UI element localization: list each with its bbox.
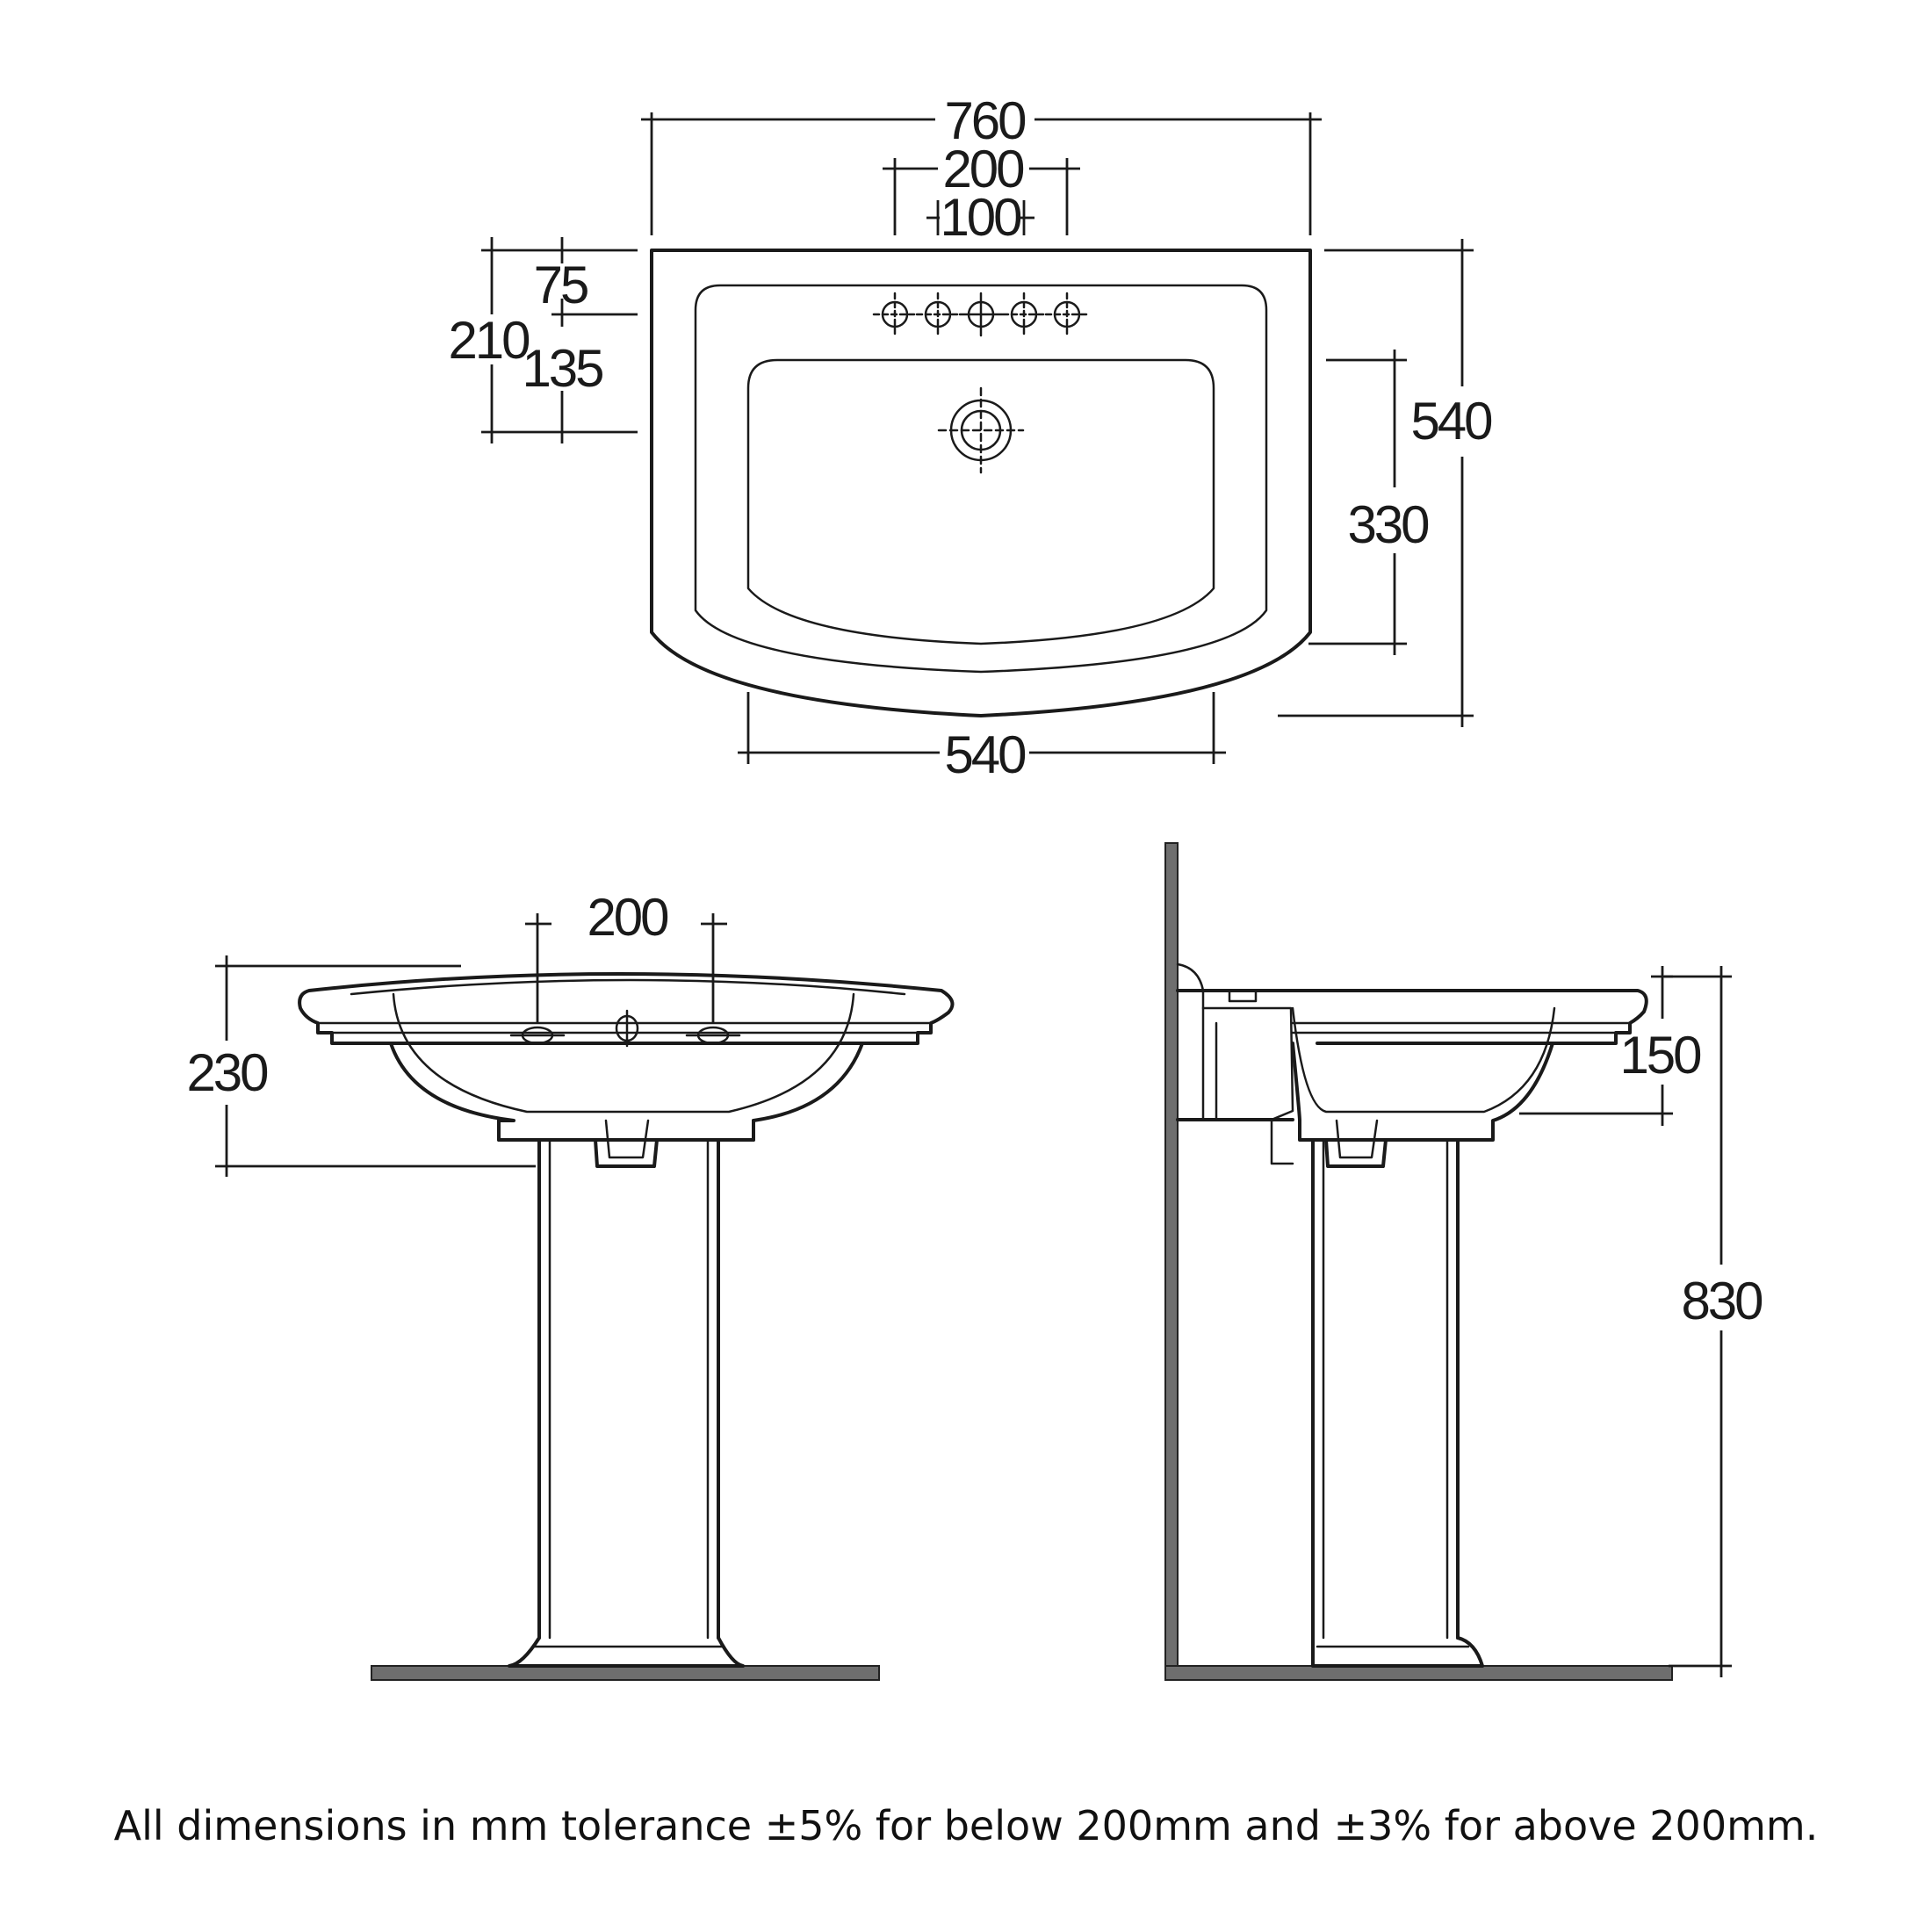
- tap-holes: [872, 292, 1090, 337]
- side-trap-inner: [1335, 1119, 1379, 1159]
- front-bowl-inner: [392, 992, 855, 1114]
- front-floor: [371, 1665, 880, 1681]
- front-rim-top-inner: [350, 978, 906, 996]
- dim-width-overall: 760: [641, 91, 1322, 235]
- dim-right-depths: 540 330: [1278, 239, 1495, 727]
- dim-side-overall-height: 830: [1664, 966, 1765, 1677]
- dim-front-tap-spacing: 200: [525, 888, 727, 1023]
- side-floor: [1164, 1665, 1673, 1681]
- side-basin-rim: [1176, 989, 1648, 1045]
- dim-label-135: 135: [522, 339, 602, 398]
- side-pedestal-inner: [1322, 1138, 1449, 1640]
- waste-outlet-icon: [937, 386, 1025, 474]
- front-pedestal-inner: [548, 1138, 710, 1640]
- top-view: 760 200 100 75 210: [448, 91, 1495, 784]
- dim-label-200-top: 200: [942, 140, 1024, 198]
- dim-left-depths: 75 210 135: [448, 237, 638, 443]
- front-pedestal-base: [508, 1636, 745, 1668]
- side-basin-bowl: [1291, 1042, 1554, 1142]
- side-pedestal-column: [1311, 1138, 1460, 1640]
- basin-bowl-outline: [746, 358, 1215, 645]
- dim-label-150: 150: [1619, 1026, 1701, 1085]
- tap-hole-icon: [1001, 292, 1047, 337]
- dim-label-230: 230: [186, 1043, 268, 1102]
- side-pedestal-base: [1311, 1636, 1484, 1668]
- dim-front-basin-height: 230: [186, 955, 536, 1177]
- tap-hole-icon: [1044, 292, 1090, 337]
- dim-tap-spacing-inner: 100: [926, 188, 1034, 247]
- dim-tap-spacing-outer: 200: [883, 140, 1080, 235]
- tolerance-footnote: All dimensions in mm tolerance ±5% for b…: [113, 1802, 1819, 1849]
- dim-side-rim-height: 150: [1519, 966, 1704, 1126]
- front-trap: [594, 1138, 659, 1168]
- dim-label-200-front: 200: [587, 888, 668, 947]
- dim-label-540-bottom: 540: [944, 725, 1026, 784]
- dim-label-760: 760: [944, 91, 1026, 150]
- dim-label-100: 100: [940, 188, 1021, 247]
- side-view: 150 830: [1164, 842, 1765, 1681]
- side-wall: [1164, 842, 1179, 1678]
- front-pedestal-column: [537, 1138, 720, 1640]
- front-trap-inner: [604, 1119, 650, 1159]
- basin-rim-inner: [694, 284, 1268, 674]
- front-waste-icon: [615, 1009, 639, 1048]
- side-back-housing: [1201, 1006, 1294, 1165]
- tap-hole-icon: [958, 292, 1004, 337]
- front-tap-hole-icon: [509, 1026, 566, 1045]
- side-trap: [1324, 1138, 1388, 1168]
- front-basin-rim: [298, 972, 955, 1045]
- front-view: 200 230: [186, 888, 955, 1681]
- side-back-tap: [1228, 989, 1258, 1003]
- front-pedestal-cap: [497, 1119, 755, 1142]
- dim-label-75: 75: [534, 256, 588, 314]
- dim-bowl-width: 540: [738, 692, 1226, 784]
- side-wall-bracket: [1176, 962, 1205, 1121]
- basin-outer-outline: [650, 249, 1312, 717]
- dim-label-830: 830: [1681, 1272, 1763, 1330]
- dim-label-210: 210: [448, 311, 530, 370]
- dim-label-330: 330: [1347, 495, 1429, 554]
- tap-hole-icon: [872, 292, 918, 337]
- front-tap-hole-icon: [685, 1026, 741, 1045]
- tap-hole-icon: [915, 292, 961, 337]
- side-bowl-inner: [1291, 1006, 1556, 1114]
- front-basin-bowl: [389, 1042, 864, 1142]
- dim-label-540-depth: 540: [1410, 392, 1492, 451]
